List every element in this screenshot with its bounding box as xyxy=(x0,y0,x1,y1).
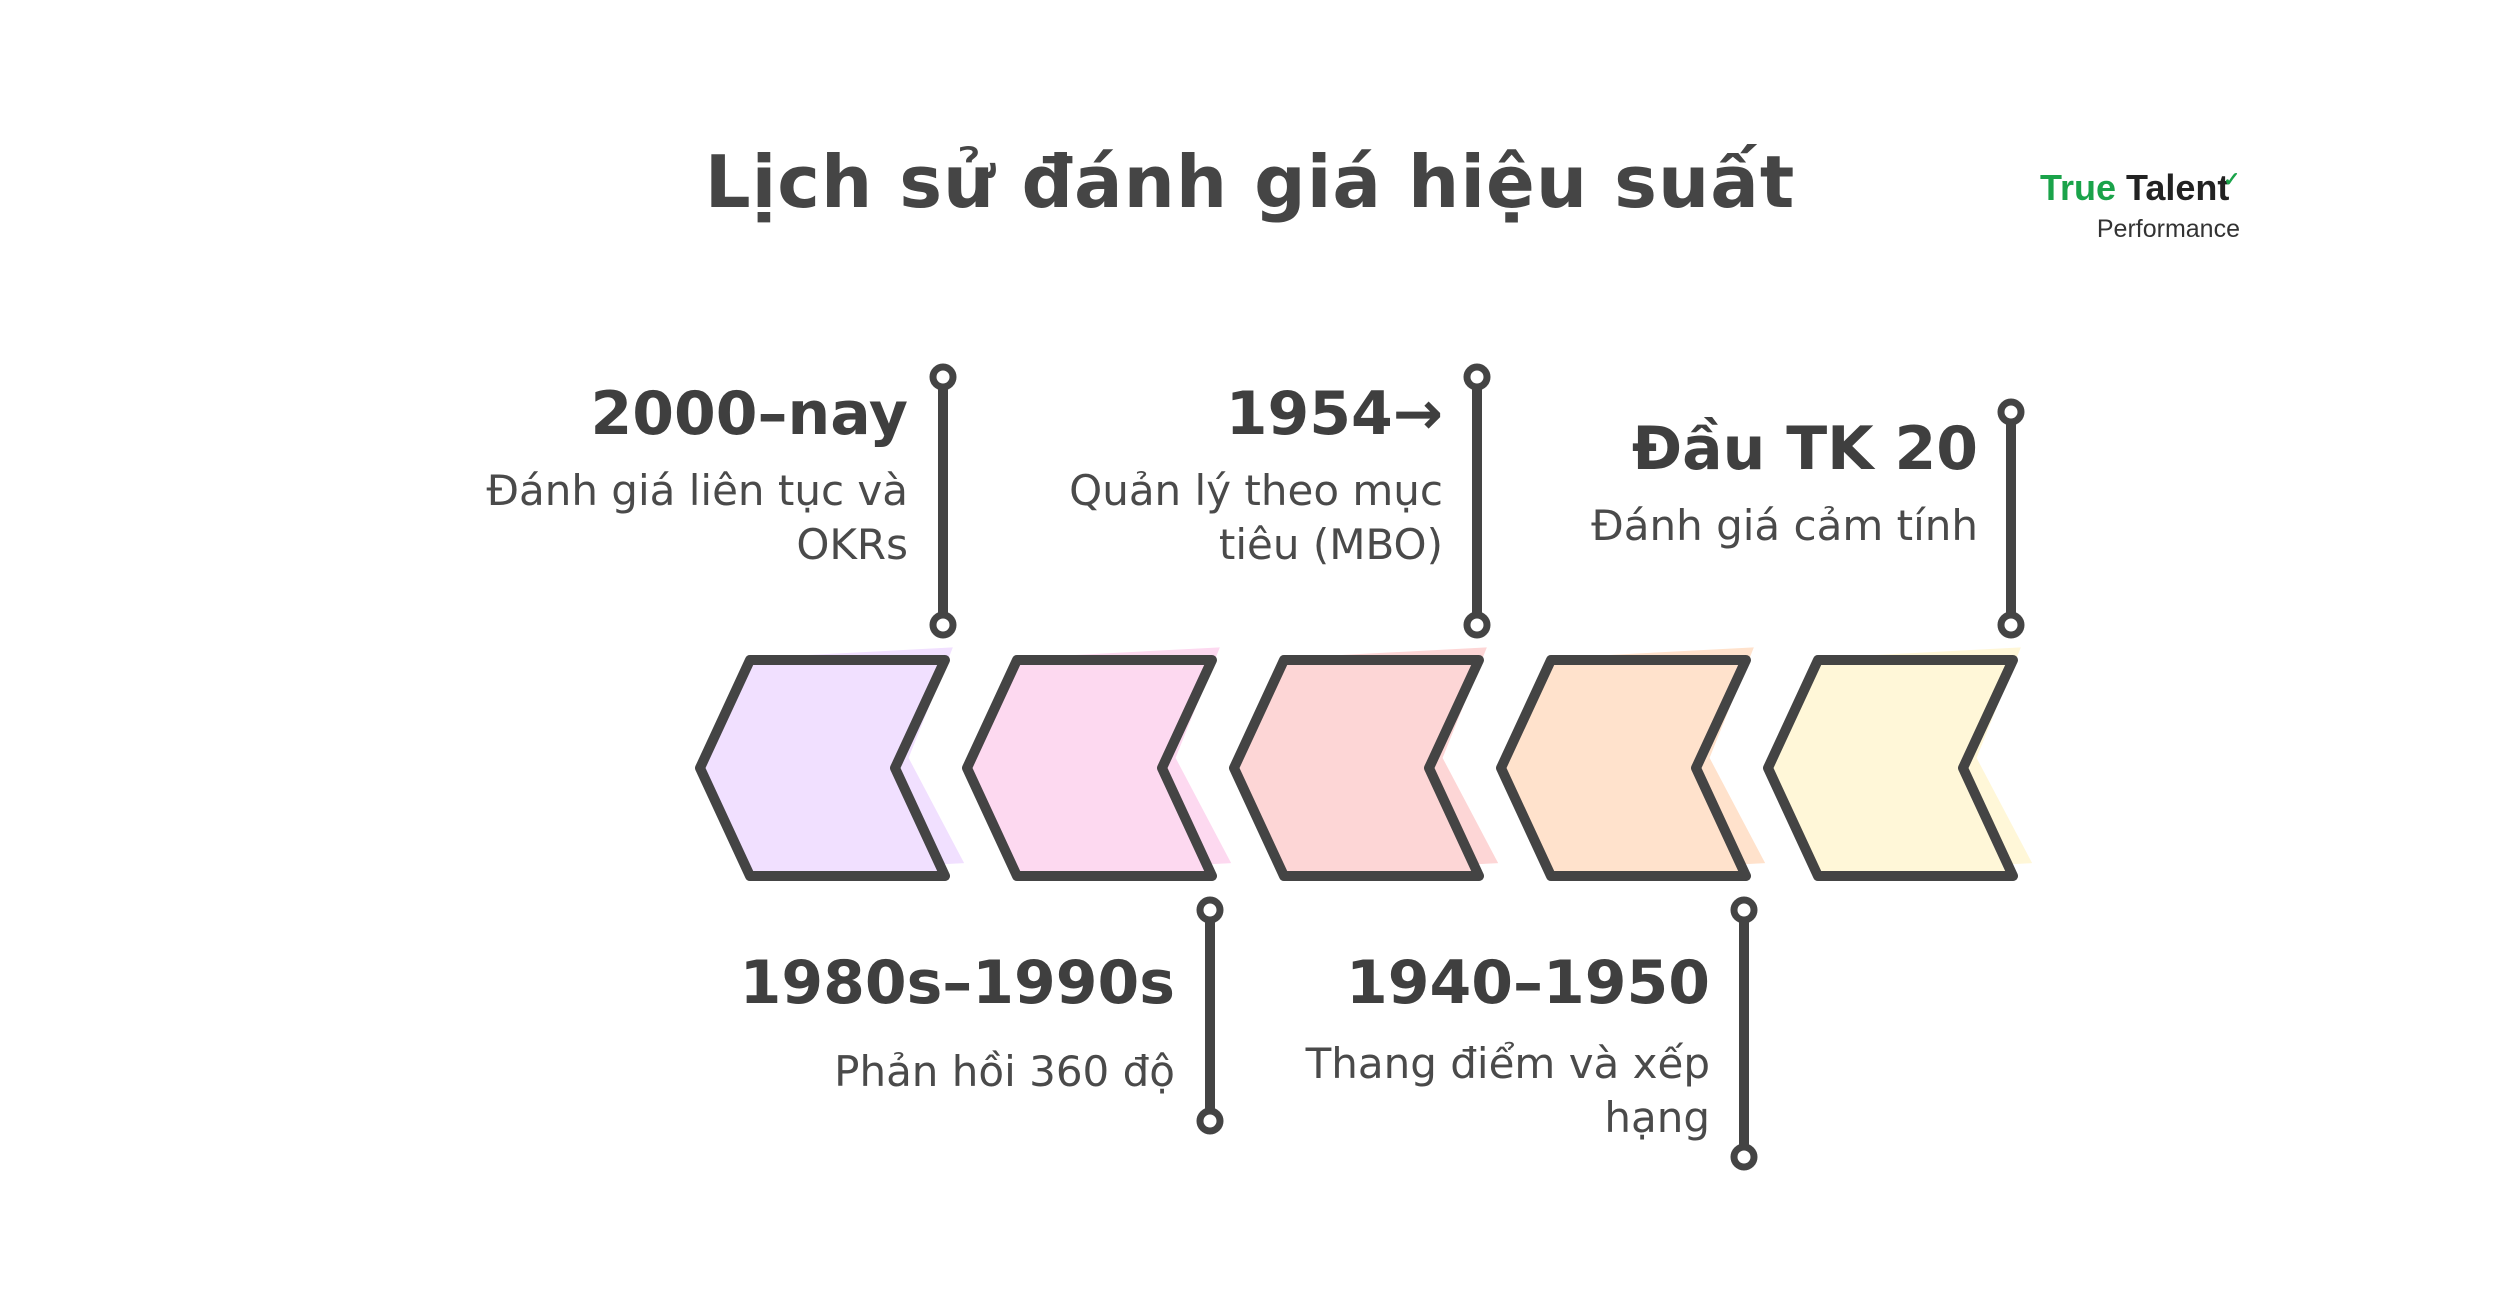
event-year: 1980s–1990s xyxy=(739,948,1175,1018)
event-description: Thang điểm và xếp hạng xyxy=(1305,1039,1710,1142)
logo-word-true: True xyxy=(2040,167,2117,208)
connector-dot xyxy=(929,363,957,391)
chevron-outline xyxy=(1496,655,1751,881)
connector-dot xyxy=(1196,1107,1224,1135)
event-year: 1940–1950 xyxy=(1346,948,1710,1018)
event-year: Đầu TK 20 xyxy=(1631,414,1978,484)
connector-dot xyxy=(1730,896,1758,924)
event-early-20th-century: Đầu TK 20 Đánh giá cảm tính xyxy=(1518,413,1978,553)
chevron-outline xyxy=(962,655,1217,881)
event-description: Đánh giá liên tục và OKRs xyxy=(486,466,908,569)
event-1940-1950: 1940–1950 Thang điểm và xếp hạng xyxy=(1250,947,1710,1145)
brand-logo: True Talent✓ Performance xyxy=(2040,168,2240,244)
connector-dot xyxy=(1997,398,2025,426)
chevron-outlines xyxy=(695,655,2018,881)
connector-dot xyxy=(1997,611,2025,639)
connector-dot xyxy=(1463,363,1491,391)
event-year: 1954→ xyxy=(1225,379,1443,449)
check-icon: ✓ xyxy=(2223,169,2241,191)
chevron-outline xyxy=(1229,655,1484,881)
chevron-outline xyxy=(695,655,950,881)
page-title: Lịch sử đánh giá hiệu suất xyxy=(704,140,1796,224)
event-description: Phản hồi 360 độ xyxy=(834,1047,1175,1096)
chevron-fill xyxy=(1501,660,1746,876)
event-1980s-1990s: 1980s–1990s Phản hồi 360 độ xyxy=(715,947,1175,1099)
chevron-fill xyxy=(1768,660,2013,876)
logo-wordmark: True Talent✓ xyxy=(2040,168,2240,214)
chevron-fill xyxy=(1234,660,1479,876)
event-description: Đánh giá cảm tính xyxy=(1591,501,1978,550)
connector-dot xyxy=(1730,1143,1758,1171)
event-year: 2000–nay xyxy=(590,379,908,449)
chevron-outline xyxy=(1763,655,2018,881)
event-description: Quản lý theo mục tiêu (MBO) xyxy=(1069,466,1443,569)
logo-subtitle: Performance xyxy=(2096,215,2240,243)
chevron-fills xyxy=(700,647,2033,876)
event-1954: 1954→ Quản lý theo mục tiêu (MBO) xyxy=(983,378,1443,572)
connector-dot xyxy=(929,611,957,639)
connector-dot xyxy=(1196,896,1224,924)
logo-word-talent: Talent xyxy=(2126,167,2230,208)
timeline-connectors xyxy=(929,363,2025,1171)
chevron-fill xyxy=(700,660,945,876)
connector-dot xyxy=(1463,611,1491,639)
event-2000-now: 2000–nay Đánh giá liên tục và OKRs xyxy=(448,378,908,572)
chevron-fill xyxy=(967,660,1212,876)
